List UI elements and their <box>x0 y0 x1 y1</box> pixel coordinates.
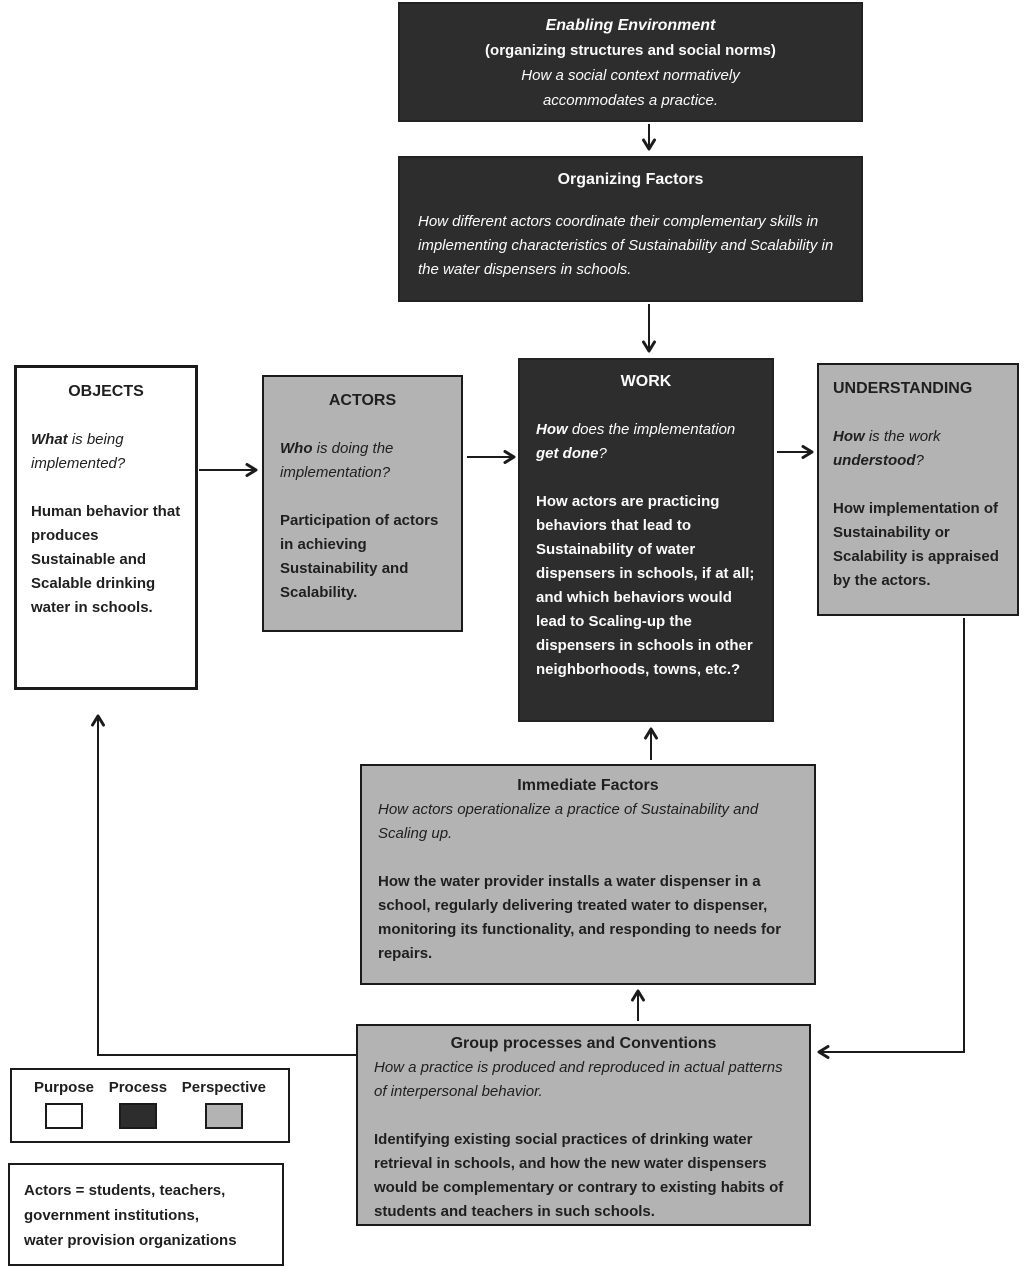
immediate-factors-lead: How actors operationalize a practice of … <box>378 801 759 842</box>
enabling-environment-body-line: accommodates a practice. <box>542 92 719 109</box>
actors-definition-line: Actors = students, teachers, <box>24 1182 226 1199</box>
legend-label-purpose: Purpose <box>34 1079 95 1096</box>
objects-title: OBJECTS <box>68 383 144 400</box>
work-box: WORK How does the implementation get don… <box>518 358 774 722</box>
enabling-environment-title: Enabling Environment <box>545 17 716 34</box>
legend-label-process: Process <box>108 1079 168 1096</box>
immediate-factors-body: How the water provider installs a water … <box>378 873 782 962</box>
work-title: WORK <box>620 373 672 390</box>
organizing-factors-body: How different actors coordinate their co… <box>418 213 834 278</box>
actors-question: Who is doing the implementation? <box>280 440 394 481</box>
group-processes-lead: How a practice is produced and reproduce… <box>374 1059 783 1100</box>
actors-definition-box: Actors = students, teachers, government … <box>8 1163 284 1266</box>
legend-item-perspective: Perspective <box>182 1078 266 1129</box>
organizing-factors-box: Organizing Factors How different actors … <box>398 156 863 302</box>
group-processes-box: Group processes and Conventions How a pr… <box>356 1024 811 1226</box>
actors-body: Participation of actors in achieving Sus… <box>280 512 439 601</box>
legend-item-purpose: Purpose <box>34 1078 94 1129</box>
legend-box: Purpose Process Perspective <box>10 1068 290 1143</box>
objects-body: Human behavior that produces Sustainable… <box>31 503 181 616</box>
understanding-question: How is the work understood? <box>833 428 941 469</box>
perspective-swatch-icon <box>204 1103 243 1129</box>
legend-item-process: Process <box>109 1078 167 1129</box>
arrow-understanding-to-group-icon <box>817 618 965 1059</box>
group-processes-body: Identifying existing social practices of… <box>374 1131 784 1220</box>
work-body: How actors are practicing behaviors that… <box>536 493 755 678</box>
arrow-group-to-objects-icon <box>91 714 356 1056</box>
understanding-title: UNDERSTANDING <box>833 380 973 397</box>
enabling-environment-body-line: How a social context normatively <box>521 67 740 84</box>
organizing-factors-title: Organizing Factors <box>557 171 704 188</box>
enabling-environment-box: Enabling Environment (organizing structu… <box>398 2 863 122</box>
objects-question: What is being implemented? <box>31 431 126 472</box>
work-question: How does the implementation get done? <box>536 421 736 462</box>
process-swatch-icon <box>118 1103 157 1129</box>
actors-definition-line: government institutions, <box>24 1207 200 1224</box>
legend-label-perspective: Perspective <box>181 1079 266 1096</box>
understanding-body: How implementation of Sustainability or … <box>833 500 999 589</box>
understanding-box: UNDERSTANDING How is the work understood… <box>817 363 1019 616</box>
actors-box: ACTORS Who is doing the implementation? … <box>262 375 463 632</box>
purpose-swatch-icon <box>45 1103 83 1129</box>
enabling-environment-subtitle: (organizing structures and social norms) <box>485 42 776 59</box>
objects-box: OBJECTS What is being implemented? Human… <box>14 365 198 690</box>
group-processes-title: Group processes and Conventions <box>450 1035 717 1052</box>
actors-definition-line: water provision organizations <box>24 1232 237 1249</box>
immediate-factors-title: Immediate Factors <box>517 777 659 794</box>
actors-title: ACTORS <box>328 392 397 409</box>
immediate-factors-box: Immediate Factors How actors operational… <box>360 764 816 985</box>
